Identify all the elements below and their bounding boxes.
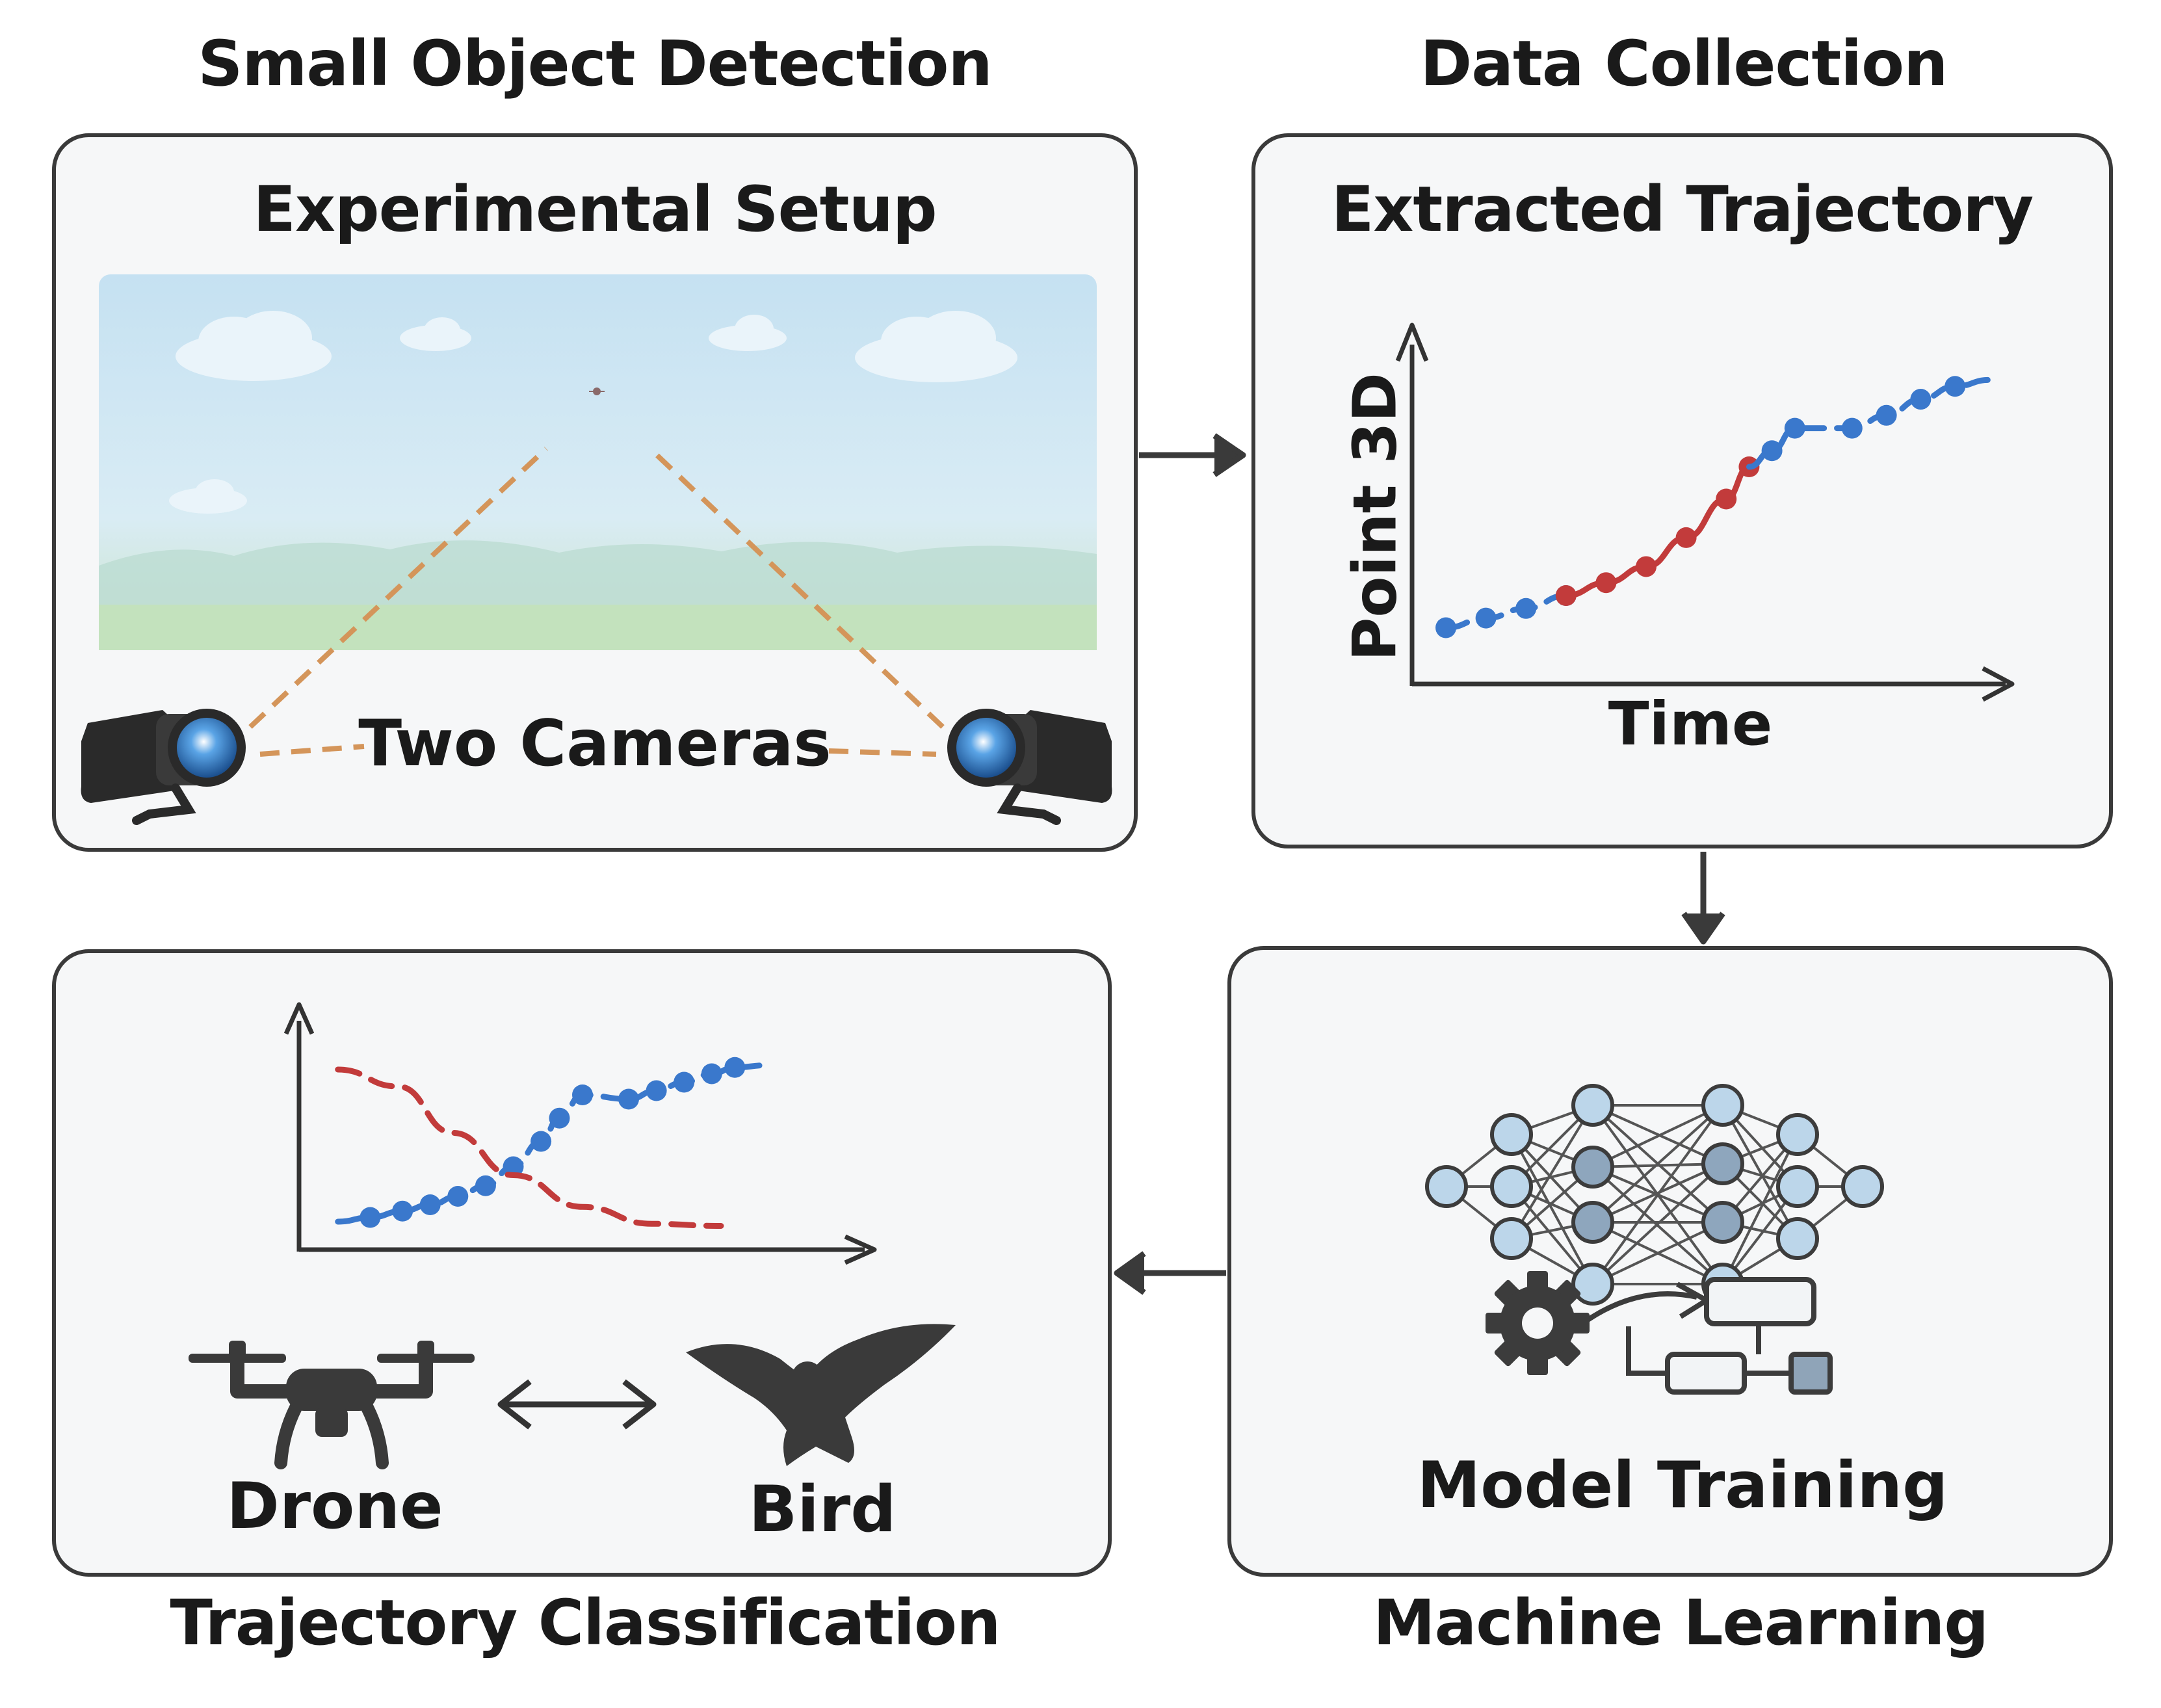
section-title-classification: Trajectory Classification <box>170 1586 1001 1659</box>
section-title-machine-learning: Machine Learning <box>1372 1586 1989 1659</box>
trajectory-y-label: Point 3D <box>1340 372 1410 662</box>
arrow-right-icon <box>1139 433 1246 477</box>
trajectory-x-label: Time <box>1608 689 1773 759</box>
drone-label: Drone <box>226 1469 443 1544</box>
trajectory-classification-panel <box>52 949 1112 1577</box>
arrow-left-icon <box>1114 1251 1226 1295</box>
extracted-trajectory-title: Extracted Trajectory <box>1331 173 2034 246</box>
model-training-label: Model Training <box>1417 1449 1948 1523</box>
arrow-down-icon <box>1681 852 1725 945</box>
experimental-setup-title: Experimental Setup <box>253 173 937 246</box>
two-cameras-label: Two Cameras <box>358 707 832 781</box>
extracted-trajectory-panel: Extracted Trajectory <box>1251 133 2113 848</box>
bird-label: Bird <box>748 1473 897 1547</box>
section-title-detection: Small Object Detection <box>198 27 993 100</box>
section-title-collection: Data Collection <box>1420 27 1948 100</box>
